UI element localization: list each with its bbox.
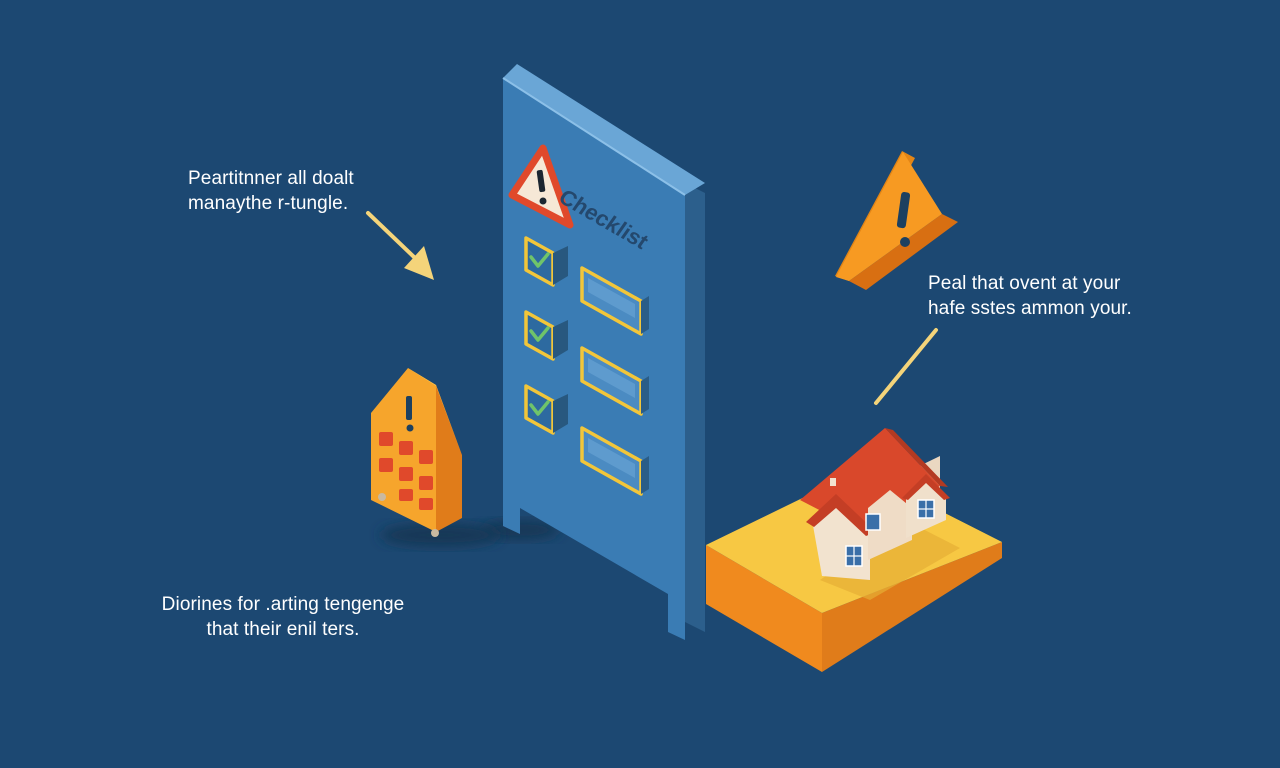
caption-line: manaythe r-tungle. xyxy=(188,193,349,214)
warning-triangle-icon xyxy=(508,144,574,229)
arrow-icon xyxy=(366,211,434,280)
caption-line: that their enil ters. xyxy=(206,619,360,640)
check-icon xyxy=(529,326,550,342)
caption-right: Peal that ovent at your hafe sstes ammon… xyxy=(928,271,1132,321)
warning-sign-icon xyxy=(406,396,414,432)
caption-top-left: Peartitnner all doalt manaythe r-tungle. xyxy=(188,166,354,216)
checklist-row-3 xyxy=(524,384,649,496)
caption-line: hafe sstes ammon your. xyxy=(928,298,1132,319)
checklist-row-1 xyxy=(524,236,649,336)
checkbox xyxy=(524,236,568,287)
caption-line: Peartitnner all doalt xyxy=(188,168,354,189)
checklist-board xyxy=(502,64,705,640)
checklist-field xyxy=(580,346,649,416)
caption-bottom-left: Diorines for .arting tengenge that their… xyxy=(148,592,418,642)
checklist-field xyxy=(580,266,649,336)
building-shadow xyxy=(380,523,500,547)
warning-sign-floating xyxy=(835,151,958,290)
warning-sign-icon xyxy=(896,192,911,247)
pointer-line xyxy=(874,328,938,405)
caption-line: Peal that ovent at your xyxy=(928,273,1121,294)
caption-line: Diorines for .arting tengenge xyxy=(161,594,405,615)
checkbox xyxy=(524,310,568,361)
check-icon xyxy=(529,400,550,416)
building-windows xyxy=(379,432,433,510)
check-icon xyxy=(529,252,550,268)
checklist-row-2 xyxy=(524,310,649,416)
house-icon xyxy=(800,428,960,600)
warning-building xyxy=(371,368,462,537)
checklist-field xyxy=(580,426,649,496)
checkbox xyxy=(524,384,568,435)
